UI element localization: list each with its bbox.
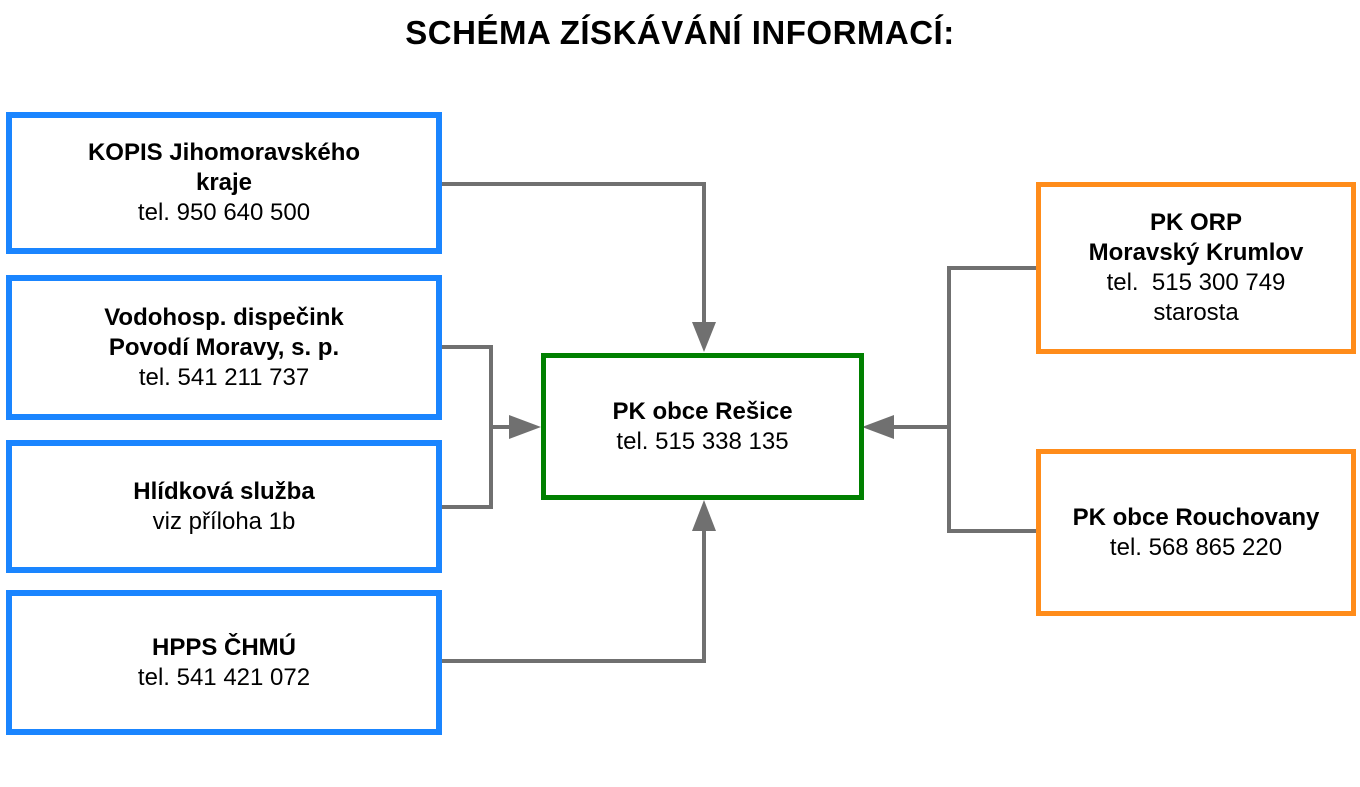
source-phone: tel. 950 640 500 <box>137 199 311 226</box>
diagram-title: SCHÉMA ZÍSKÁVÁNÍ INFORMACÍ: <box>405 14 955 51</box>
partner-name: PK obce Rouchovany <box>1072 503 1320 531</box>
source-box-vodohosp: Vodohosp. dispečink Povodí Moravy, s. p.… <box>6 275 442 420</box>
connector-partners <box>947 266 1038 533</box>
connector-hpps <box>442 525 706 663</box>
center-phone: tel. 515 338 135 <box>616 427 789 455</box>
partner-box-rouchovany: PK obce Rouchovany tel. 568 865 220 <box>1036 449 1356 616</box>
partner-box-orp: PK ORP Moravský Krumlov tel. 515 300 749… <box>1036 182 1356 354</box>
source-box-hlidkova: Hlídková služba viz příloha 1b <box>6 440 442 573</box>
arrow-right-in <box>862 415 894 439</box>
connector-kopis <box>442 182 706 330</box>
source-name: Povodí Moravy, s. p. <box>108 333 340 361</box>
source-box-hpps: HPPS ČHMÚ tel. 541 421 072 <box>6 590 442 735</box>
source-phone: viz příloha 1b <box>152 507 296 535</box>
arrow-kopis <box>692 322 716 352</box>
source-phone: tel. 541 421 072 <box>137 663 311 691</box>
connector-vodohosp <box>442 345 493 509</box>
partner-note: starosta <box>1153 299 1239 326</box>
center-name: PK obce Rešice <box>612 397 793 425</box>
partner-name: Moravský Krumlov <box>1088 239 1304 266</box>
arrow-left-in <box>509 415 541 439</box>
arrow-hpps <box>692 500 716 531</box>
source-box-kopis: KOPIS Jihomoravského kraje tel. 950 640 … <box>6 112 442 254</box>
source-name: Hlídková služba <box>133 477 315 505</box>
source-phone: tel. 541 211 737 <box>138 363 310 391</box>
partner-name: PK ORP <box>1149 209 1242 236</box>
partner-phone: tel. 515 300 749 <box>1106 269 1286 296</box>
source-name: kraje <box>195 169 253 196</box>
source-name: KOPIS Jihomoravského <box>87 139 361 166</box>
source-name: Vodohosp. dispečink <box>104 303 344 331</box>
source-name: HPPS ČHMÚ <box>151 633 296 661</box>
partner-phone: tel. 568 865 220 <box>1109 533 1283 561</box>
center-box-resice: PK obce Rešice tel. 515 338 135 <box>541 353 864 500</box>
